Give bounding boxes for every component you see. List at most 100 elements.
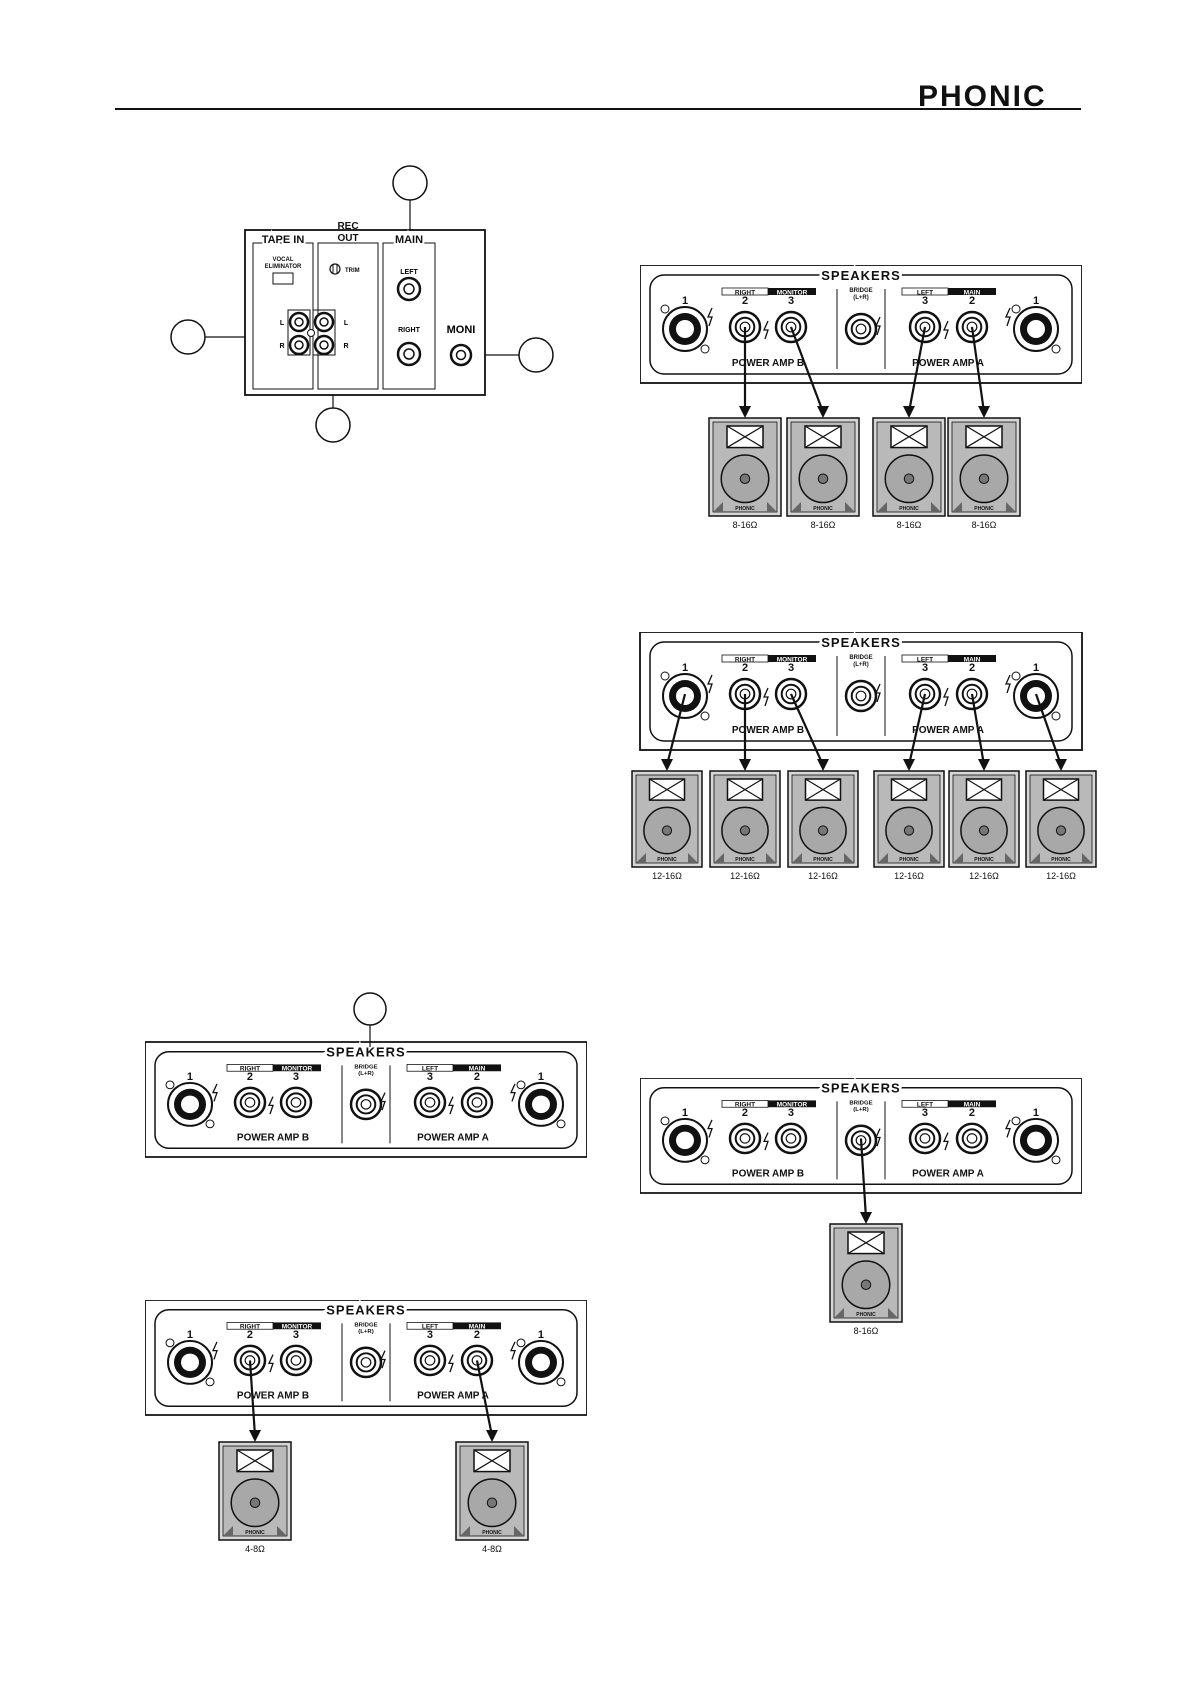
right-tag: RIGHT bbox=[240, 1324, 260, 1331]
jack-b2[interactable] bbox=[233, 1086, 267, 1119]
warning-bolt-icon bbox=[706, 307, 713, 327]
callout-circle-right bbox=[518, 337, 554, 373]
power-amp-a-label: POWER AMP A bbox=[912, 1169, 984, 1180]
bridge-label-1: BRIDGE bbox=[354, 1322, 377, 1328]
jack-b3[interactable] bbox=[279, 1344, 313, 1377]
speakon-a1[interactable] bbox=[516, 1338, 566, 1387]
speaker-cabinet-icon: PHONIC bbox=[631, 770, 703, 868]
left-tag: LEFT bbox=[422, 1324, 438, 1331]
speakers-title: SPEAKERS bbox=[821, 1081, 900, 1096]
jack-a2[interactable] bbox=[460, 1086, 494, 1119]
jack-bridge[interactable] bbox=[844, 679, 878, 713]
jack-bridge[interactable] bbox=[844, 312, 878, 346]
connection-arrow bbox=[970, 693, 986, 766]
speakon-b1[interactable] bbox=[660, 1116, 710, 1165]
speakon-a1[interactable] bbox=[516, 1080, 566, 1129]
rec-out-r-jack[interactable] bbox=[313, 334, 335, 356]
trim-knob-icon[interactable] bbox=[329, 263, 341, 275]
speakon-a1[interactable] bbox=[1011, 304, 1061, 354]
jack-a3[interactable] bbox=[413, 1344, 447, 1377]
connection-arrow bbox=[248, 1360, 257, 1437]
vocal-eliminator-switch[interactable] bbox=[272, 272, 294, 285]
main-right-jack[interactable] bbox=[396, 341, 422, 367]
main-tag: MAIN bbox=[469, 1324, 486, 1331]
power-amp-b-label: POWER AMP B bbox=[237, 1133, 309, 1144]
tape-in-r-jack[interactable] bbox=[288, 334, 310, 356]
impedance-label: 12-16Ω bbox=[894, 871, 924, 881]
connection-arrow bbox=[789, 693, 825, 766]
jack-bridge[interactable] bbox=[349, 1346, 383, 1379]
jack-a2[interactable] bbox=[460, 1344, 494, 1377]
jack-b3[interactable] bbox=[279, 1086, 313, 1119]
cabinet-brand: PHONIC bbox=[735, 857, 755, 863]
monitor-tag: MONITOR bbox=[282, 1324, 313, 1331]
jack-a3[interactable] bbox=[413, 1086, 447, 1119]
impedance-label: 4-8Ω bbox=[482, 1544, 502, 1554]
speaker-cabinet-icon: PHONIC bbox=[947, 417, 1021, 517]
warning-bolt-icon bbox=[1004, 674, 1011, 694]
impedance-label: 12-16Ω bbox=[652, 871, 682, 881]
cabinet-brand: PHONIC bbox=[482, 1530, 502, 1536]
speakon-b1[interactable] bbox=[165, 1080, 215, 1129]
callout-circle-bottom bbox=[315, 407, 351, 443]
arrow-head-icon bbox=[978, 759, 990, 771]
jack-b2[interactable] bbox=[728, 1122, 762, 1155]
power-amp-a-label: POWER AMP A bbox=[912, 358, 984, 369]
jack-a3[interactable] bbox=[908, 1122, 942, 1155]
tape-l-label: L bbox=[280, 320, 285, 327]
jack-a2[interactable] bbox=[955, 1122, 989, 1155]
left-tag: LEFT bbox=[917, 1102, 933, 1109]
warning-bolt-icon bbox=[447, 1354, 454, 1373]
ground-screw-icon bbox=[307, 329, 315, 337]
monitor-tag: MONITOR bbox=[777, 657, 808, 664]
callout-circle-top bbox=[392, 165, 428, 201]
warning-bolt-icon bbox=[874, 316, 881, 336]
warning-bolt-icon bbox=[874, 683, 881, 703]
jack-bridge[interactable] bbox=[844, 1124, 878, 1157]
arrow-head-icon bbox=[903, 759, 915, 771]
output-number: 1 bbox=[682, 1107, 688, 1119]
warning-bolt-icon bbox=[762, 1132, 769, 1151]
main-left-jack[interactable] bbox=[396, 276, 422, 302]
arrow-head-icon bbox=[739, 406, 751, 418]
power-amp-b-label: POWER AMP B bbox=[732, 1169, 804, 1180]
cabinet-brand: PHONIC bbox=[899, 857, 919, 863]
bridge-label-1: BRIDGE bbox=[849, 655, 872, 661]
moni-jack[interactable] bbox=[449, 343, 473, 367]
main-tag: MAIN bbox=[964, 290, 981, 297]
warning-bolt-icon bbox=[1004, 307, 1011, 327]
cabinet-brand: PHONIC bbox=[813, 857, 833, 863]
warning-bolt-icon bbox=[211, 1341, 218, 1360]
output-number: 3 bbox=[293, 1071, 299, 1083]
main-right-label: RIGHT bbox=[398, 327, 421, 334]
io-panel-diagram: TAPE IN REC OUT MAIN VOCAL ELIMINATOR TR… bbox=[170, 165, 554, 443]
impedance-label: 4-8Ω bbox=[245, 1544, 265, 1554]
speaker-cabinet-icon: PHONIC bbox=[872, 417, 946, 517]
warning-bolt-icon bbox=[447, 1096, 454, 1115]
speakers-title: SPEAKERS bbox=[821, 635, 901, 650]
speakon-b1[interactable] bbox=[165, 1338, 215, 1387]
tape-in-l-jack[interactable] bbox=[288, 311, 310, 333]
speakers-title: SPEAKERS bbox=[326, 1303, 405, 1318]
main-label: MAIN bbox=[395, 234, 423, 246]
brand-logo: PHONIC bbox=[918, 80, 1047, 113]
power-amp-b-label: POWER AMP B bbox=[732, 725, 804, 736]
jack-bridge[interactable] bbox=[349, 1088, 383, 1121]
warning-bolt-icon bbox=[379, 1350, 386, 1369]
warning-bolt-icon bbox=[509, 1341, 516, 1360]
jack-b3[interactable] bbox=[774, 1122, 808, 1155]
speaker-cabinet-icon: PHONIC bbox=[455, 1441, 529, 1541]
rec-out-l-jack[interactable] bbox=[313, 311, 335, 333]
connection-arrow bbox=[475, 1360, 494, 1437]
speakon-b1[interactable] bbox=[660, 304, 710, 354]
warning-bolt-icon bbox=[267, 1354, 274, 1373]
speaker-cabinet-icon: PHONIC bbox=[829, 1223, 903, 1323]
speakon-a1[interactable] bbox=[1011, 1116, 1061, 1165]
output-number: 1 bbox=[682, 295, 688, 307]
speaker-cabinet-icon: PHONIC bbox=[873, 770, 945, 868]
header-rule bbox=[115, 108, 1081, 110]
power-amp-a-label: POWER AMP A bbox=[417, 1391, 489, 1402]
bridge-label-1: BRIDGE bbox=[849, 288, 872, 294]
